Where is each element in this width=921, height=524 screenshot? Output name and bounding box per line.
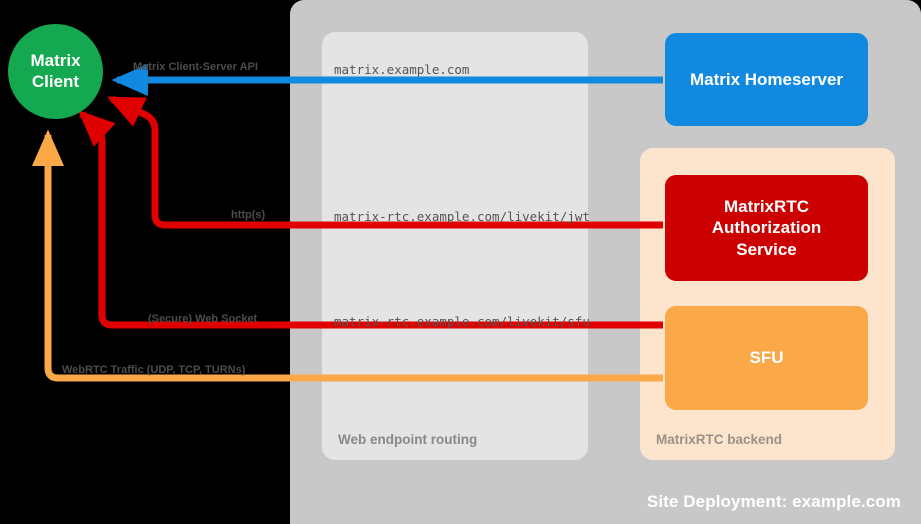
- web-endpoint-routing-panel: Web endpoint routing: [322, 32, 588, 460]
- matrix-client-line1: Matrix: [30, 50, 81, 70]
- node-matrix-client[interactable]: Matrix Client: [8, 24, 103, 119]
- edge-label-webrtc-traffic: WebRTC Traffic (UDP, TCP, TURNs): [62, 364, 246, 376]
- site-deployment-label: Site Deployment: example.com: [646, 492, 901, 511]
- node-matrix-homeserver[interactable]: Matrix Homeserver: [665, 33, 868, 126]
- node-sfu[interactable]: SFU: [665, 306, 868, 410]
- auth-service-line1: MatrixRTC: [723, 197, 809, 217]
- auth-service-line3: Service: [736, 239, 797, 259]
- matrixrtc-backend-label: MatrixRTC backend: [656, 432, 783, 447]
- endpoint-livekit-jwt: matrix-rtc.example.com/livekit/jwt: [334, 209, 590, 224]
- endpoint-matrix-example-com: matrix.example.com: [334, 62, 470, 77]
- sfu-label: SFU: [749, 348, 784, 368]
- edge-label-https: http(s): [231, 209, 266, 221]
- node-matrixrtc-authorization-service[interactable]: MatrixRTC Authorization Service: [665, 175, 868, 281]
- web-endpoint-routing-label: Web endpoint routing: [338, 432, 478, 447]
- matrix-client-line2: Client: [31, 71, 80, 91]
- edge-label-matrix-client-server-api: Matrix Client-Server API: [133, 61, 258, 73]
- edge-label-secure-websocket: (Secure) Web Socket: [148, 313, 258, 325]
- matrix-homeserver-label: Matrix Homeserver: [689, 69, 844, 89]
- auth-service-line2: Authorization: [711, 218, 822, 238]
- endpoint-livekit-sfu: matrix-rtc.example.com/livekit/sfu: [334, 314, 590, 329]
